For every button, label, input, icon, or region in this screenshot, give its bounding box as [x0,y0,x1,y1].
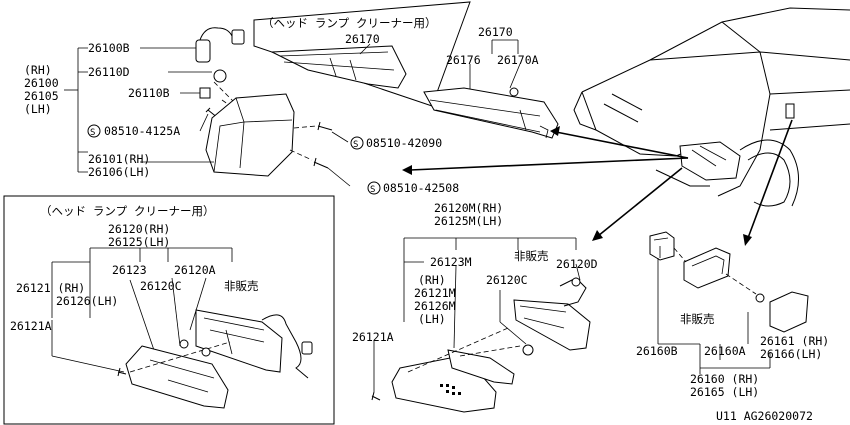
label-26161: 26161 (RH) [760,334,829,348]
label-26121M-rh: (RH) [418,273,446,287]
label-26165: 26165 (LH) [690,385,759,399]
label-26106: 26106(LH) [88,165,150,179]
label-26170-box: 26170 [345,32,380,46]
label-08510-42090: 08510-42090 [366,136,442,150]
label-26121A-left: 26121A [10,319,52,333]
label-26120C: 26120C [140,279,182,293]
label-26110B: 26110B [128,86,170,100]
callout-arrows [402,119,793,246]
label-not-for-sale-right: 非販売 [680,312,715,326]
label-lh: (LH) [24,102,52,116]
label-26160A: 26160A [704,344,746,358]
headlamp-group [64,27,351,187]
label-26110D: 26110D [88,65,130,79]
label-26100B: 26100B [88,41,130,55]
headlamp-cleaner-note: （ヘッド ランプ クリーナー用） [262,16,437,30]
inset-note: （ヘッド ランプ クリーナー用） [40,204,215,218]
label-26170A: 26170A [497,53,539,67]
screw-symbol-icon: S [350,136,364,150]
label-08510-4125A: 08510-4125A [104,124,180,138]
label-not-for-sale-left: 非販売 [224,279,259,293]
label-26166: 26166(LH) [760,347,822,361]
svg-text:S: S [90,128,95,138]
screw-symbol-icon: S [87,124,101,138]
label-26123: 26123 [112,263,147,277]
label-26125: 26125(LH) [108,235,170,249]
label-26126M-lh: (LH) [418,312,446,326]
label-26100: 26100 [24,76,59,90]
label-26120A: 26120A [174,263,216,277]
label-26120D: 26120D [556,257,598,271]
footer-code: U11 AG26020072 [716,409,813,423]
label-26105: 26105 [24,89,59,103]
label-26170: 26170 [478,25,513,39]
headlamp-cleaner-box [253,1,471,107]
label-26123M: 26123M [430,255,472,269]
label-26120: 26120(RH) [108,222,170,236]
label-not-for-sale-mid: 非販売 [514,249,549,263]
svg-text:S: S [370,185,375,195]
screw-symbol-icon: S [367,181,381,195]
label-26120C-mid: 26120C [486,273,528,287]
label-26160B: 26160B [636,344,678,358]
label-26126: 26126(LH) [56,294,118,308]
label-rh: (RH) [24,63,52,77]
svg-text:S: S [353,140,358,150]
side-marker-group [649,231,809,374]
label-26121: 26121 (RH) [16,281,85,295]
label-26121M: 26121M [414,286,456,300]
car-front-view [573,7,850,207]
fog-lamp-group [371,237,591,413]
label-08510-42508: 08510-42508 [383,181,459,195]
label-26120M: 26120M(RH) [434,201,503,215]
label-26121A-mid: 26121A [352,330,394,344]
label-26160: 26160 (RH) [690,372,759,386]
label-26125M: 26125M(LH) [434,214,503,228]
label-26126M: 26126M [414,299,456,313]
label-26176: 26176 [446,53,481,67]
inset-box [3,195,335,425]
label-26101: 26101(RH) [88,152,150,166]
